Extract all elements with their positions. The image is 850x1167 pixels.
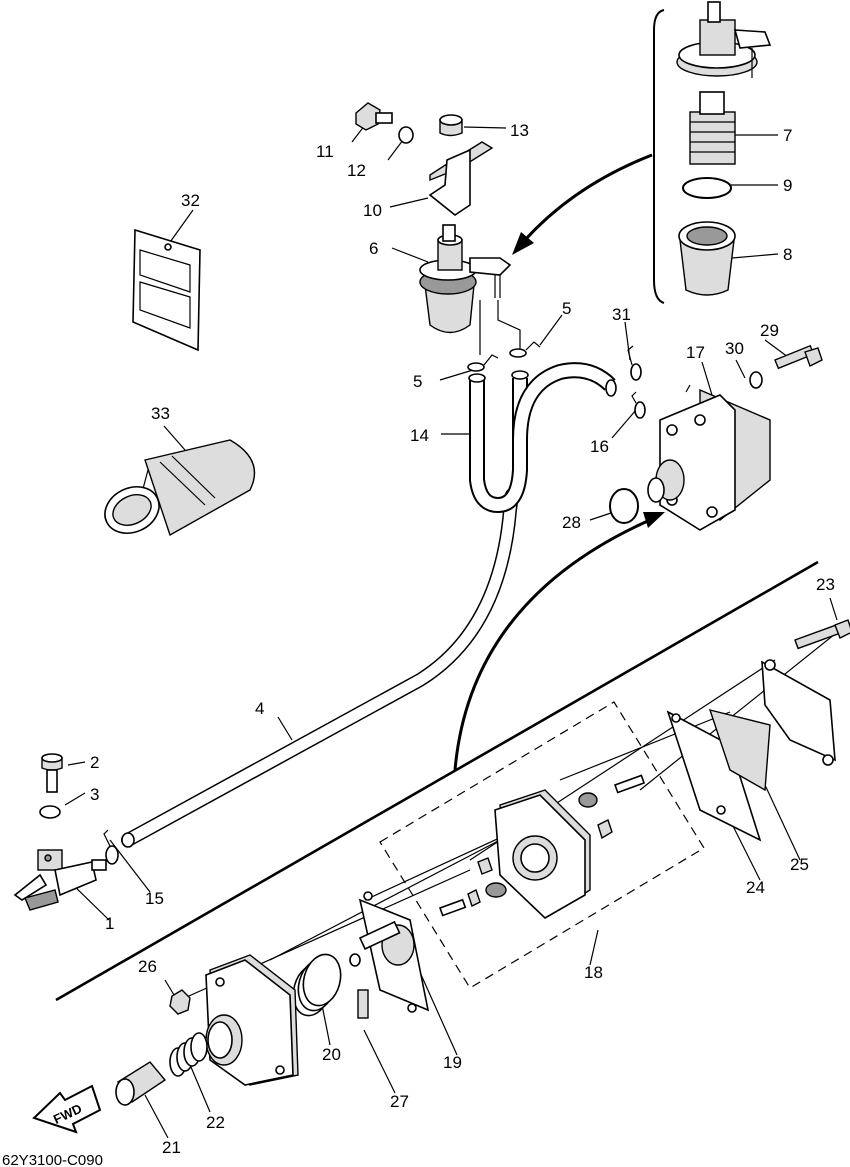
washer-30	[749, 371, 763, 389]
o-ring-9	[682, 177, 732, 199]
callout-20: 20	[322, 1045, 341, 1064]
screw-29	[774, 344, 823, 370]
plunger-21	[115, 1061, 167, 1106]
callout-4: 4	[255, 699, 264, 718]
callout-2: 2	[90, 753, 99, 772]
callout-17: 17	[686, 343, 705, 362]
bracket-10	[428, 141, 494, 216]
callout-12: 12	[347, 161, 366, 180]
sleeve-33	[104, 439, 256, 537]
callout-18: 18	[584, 963, 603, 982]
spring-22	[169, 1032, 208, 1077]
callout-9: 9	[783, 176, 792, 195]
callout-27: 27	[390, 1092, 409, 1111]
diagram-code: 62Y3100-C090	[2, 1152, 103, 1167]
callout-15: 15	[145, 889, 164, 908]
clip-15	[103, 829, 119, 865]
pump-body-18	[494, 789, 591, 919]
callout-14: 14	[410, 426, 429, 445]
nut-26	[169, 989, 191, 1015]
hose-4	[121, 488, 519, 848]
callout-5-a: 5	[413, 372, 422, 391]
bolt-11	[355, 102, 393, 131]
callout-7: 7	[783, 126, 792, 145]
callout-13: 13	[510, 121, 529, 140]
callout-19: 19	[443, 1053, 462, 1072]
cover-25	[708, 659, 836, 792]
fuel-pump-assembly-boundary	[379, 701, 705, 989]
filter-cap-top	[676, 1, 772, 78]
clip-5-b	[509, 341, 541, 358]
callout-30: 30	[725, 339, 744, 358]
callout-21: 21	[162, 1138, 181, 1157]
callout-1: 1	[105, 914, 114, 933]
callout-25: 25	[790, 855, 809, 874]
clip-31	[627, 345, 642, 381]
bolt-2	[41, 753, 63, 793]
screw-23	[794, 619, 850, 650]
filter-element-7	[689, 91, 736, 165]
callout-31: 31	[612, 305, 631, 324]
hose-14	[468, 362, 617, 514]
callout-32: 32	[181, 191, 200, 210]
callout-24: 24	[746, 878, 765, 897]
callout-3: 3	[90, 785, 99, 804]
callout-26: 26	[138, 957, 157, 976]
inset-bracket	[653, 9, 665, 304]
callout-6: 6	[369, 239, 378, 258]
callout-23: 23	[816, 575, 835, 594]
callout-5-b: 5	[562, 299, 571, 318]
fwd-direction-icon: FWD	[32, 1084, 102, 1134]
nut-13	[439, 114, 463, 137]
label-plate-32	[132, 228, 201, 352]
callout-labels: 1 2 3 4 5 5 6 7 8 9 10 11 12 13 14 15 16…	[90, 121, 835, 1157]
callout-29: 29	[760, 321, 779, 340]
washer-12	[398, 126, 414, 144]
check-valve-parts	[438, 774, 646, 917]
callout-22: 22	[206, 1113, 225, 1132]
callout-10: 10	[363, 201, 382, 220]
callout-8: 8	[783, 245, 792, 264]
callout-33: 33	[151, 404, 170, 423]
pump-housing-lower	[205, 954, 299, 1086]
mounting-surface-line	[55, 560, 819, 1002]
fuel-pump-assembled	[647, 384, 771, 531]
clip-5-a	[467, 354, 499, 372]
gasket-24	[666, 710, 762, 842]
washer-3	[39, 805, 61, 819]
assembly-arrows	[453, 153, 665, 771]
clip-16	[631, 391, 646, 419]
diaphragm-19	[349, 891, 430, 1013]
pin-27	[357, 989, 369, 1019]
callout-28: 28	[562, 513, 581, 532]
filter-cup-8	[678, 221, 736, 296]
o-ring-28	[609, 488, 639, 524]
fuel-filter-6	[419, 224, 521, 355]
callout-11: 11	[316, 142, 334, 161]
spring-20	[292, 953, 342, 1017]
joint-1	[13, 849, 107, 911]
callout-16: 16	[590, 437, 609, 456]
